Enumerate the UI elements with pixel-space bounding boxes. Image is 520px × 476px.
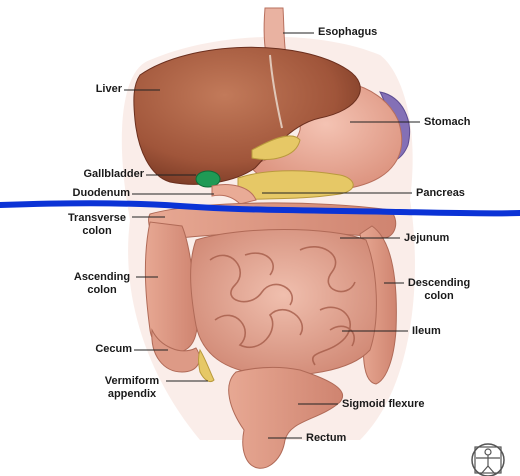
cecum-shape	[151, 328, 200, 373]
label-vermiform-appendix-line2: appendix	[107, 388, 157, 400]
label-liver: Liver	[95, 83, 122, 95]
label-jejunum: Jejunum	[404, 232, 450, 244]
label-ileum: Ileum	[412, 325, 441, 337]
label-pancreas: Pancreas	[416, 187, 465, 199]
label-vermiform-appendix-line1: Vermiform	[104, 375, 160, 387]
label-vermiform-appendix: Vermiform appendix	[100, 375, 164, 401]
label-ascending-colon-line2: colon	[87, 284, 117, 296]
label-transverse-colon-line2: colon	[82, 225, 112, 237]
label-descending-colon-line1: Descending	[407, 277, 471, 289]
label-transverse-colon: Transverse colon	[64, 212, 130, 238]
vitruvian-man-icon	[471, 443, 505, 476]
falciform-ligament	[269, 54, 283, 129]
label-descending-colon-line2: colon	[424, 290, 454, 302]
label-ascending-colon-line1: Ascending	[73, 271, 131, 283]
sigmoid-rectum-shape	[228, 366, 343, 469]
label-ascending-colon: Ascending colon	[70, 271, 134, 297]
label-stomach: Stomach	[424, 116, 471, 128]
blue-annotation-line	[0, 200, 520, 217]
gallbladder-shape	[195, 170, 221, 188]
label-esophagus: Esophagus	[318, 26, 378, 38]
label-sigmoid-flexure: Sigmoid flexure	[342, 398, 425, 410]
small-intestine-shape	[190, 229, 377, 376]
intestinal-loops	[209, 245, 356, 366]
leader-lines	[124, 32, 420, 439]
label-cecum: Cecum	[95, 343, 132, 355]
pancreas-upper-shape	[251, 135, 301, 160]
label-transverse-colon-line1: Transverse	[67, 212, 127, 224]
label-duodenum: Duodenum	[72, 187, 130, 199]
label-rectum: Rectum	[306, 432, 347, 444]
label-gallbladder: Gallbladder	[83, 168, 144, 180]
label-descending-colon: Descending colon	[404, 277, 474, 303]
